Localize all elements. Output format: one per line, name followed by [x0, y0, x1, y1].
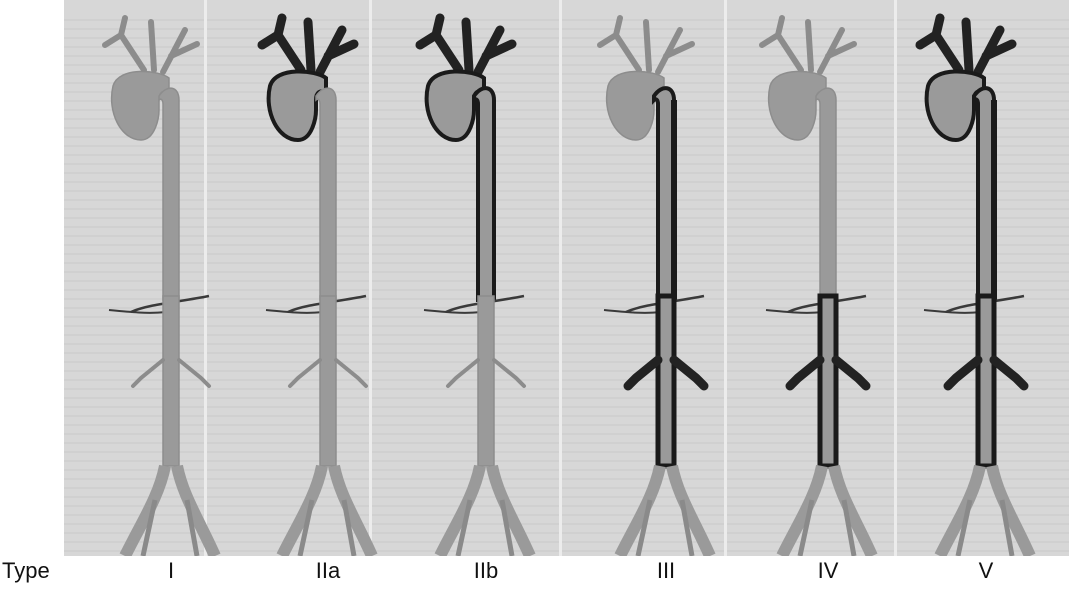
aorta-type-iia — [262, 18, 372, 556]
brachiocephalic-branch — [420, 18, 459, 70]
subclavian-branch — [320, 30, 354, 72]
renal-artery-right — [994, 360, 1024, 386]
type-label-iii: III — [657, 558, 675, 584]
renal-artery-left — [133, 360, 163, 386]
carotid-branch — [646, 22, 649, 70]
renal-artery-left — [290, 360, 320, 386]
descending-thoracic-aorta — [316, 88, 336, 300]
descending-thoracic-aorta — [159, 88, 179, 300]
ascending-aorta-arch — [607, 71, 664, 140]
aorta-type-i — [105, 18, 215, 556]
carotid-branch — [151, 22, 154, 70]
descending-thoracic-aorta — [816, 88, 836, 300]
aorta-type-v — [920, 18, 1030, 556]
brachiocephalic-branch — [600, 18, 639, 70]
renal-artery-right — [674, 360, 704, 386]
subclavian-branch — [478, 30, 512, 72]
type-label-v: V — [979, 558, 994, 584]
renal-artery-left — [628, 360, 658, 386]
renal-artery-right — [494, 360, 524, 386]
carotid-branch — [808, 22, 811, 70]
carotid-branch — [308, 22, 311, 70]
panel-divider — [204, 0, 207, 556]
renal-artery-left — [948, 360, 978, 386]
panel-divider — [559, 0, 562, 556]
ascending-aorta-arch — [112, 71, 169, 140]
renal-artery-right — [336, 360, 366, 386]
carotid-branch — [966, 22, 969, 70]
brachiocephalic-branch — [262, 18, 301, 70]
subclavian-branch — [978, 30, 1012, 72]
abdominal-aorta — [163, 296, 179, 466]
abdominal-aorta — [820, 296, 836, 466]
type-label-iib: IIb — [474, 558, 498, 584]
brachiocephalic-branch — [920, 18, 959, 70]
aorta-type-iib — [420, 18, 530, 556]
aorta-classification-figure — [64, 0, 1069, 556]
type-label-iia: IIa — [316, 558, 340, 584]
type-row-heading: Type — [2, 558, 50, 584]
subclavian-branch — [820, 30, 854, 72]
subclavian-branch — [163, 30, 197, 72]
type-label-i: I — [168, 558, 174, 584]
panel-divider — [724, 0, 727, 556]
ascending-aorta-arch — [269, 71, 326, 140]
brachiocephalic-branch — [762, 18, 801, 70]
carotid-branch — [466, 22, 469, 70]
ascending-aorta-arch — [427, 71, 484, 140]
ascending-aorta-arch — [769, 71, 826, 140]
abdominal-aorta — [978, 296, 994, 466]
panel-divider — [894, 0, 897, 556]
aorta-diagrams — [64, 0, 1069, 556]
aorta-type-iii — [600, 18, 710, 556]
abdominal-aorta — [320, 296, 336, 466]
panel-divider — [369, 0, 372, 556]
renal-artery-left — [448, 360, 478, 386]
abdominal-aorta — [478, 296, 494, 466]
descending-thoracic-aorta — [474, 88, 494, 300]
renal-artery-right — [836, 360, 866, 386]
abdominal-aorta — [658, 296, 674, 466]
type-label-iv: IV — [818, 558, 839, 584]
ascending-aorta-arch — [927, 71, 984, 140]
renal-artery-left — [790, 360, 820, 386]
brachiocephalic-branch — [105, 18, 144, 70]
subclavian-branch — [658, 30, 692, 72]
aorta-type-iv — [762, 18, 872, 556]
